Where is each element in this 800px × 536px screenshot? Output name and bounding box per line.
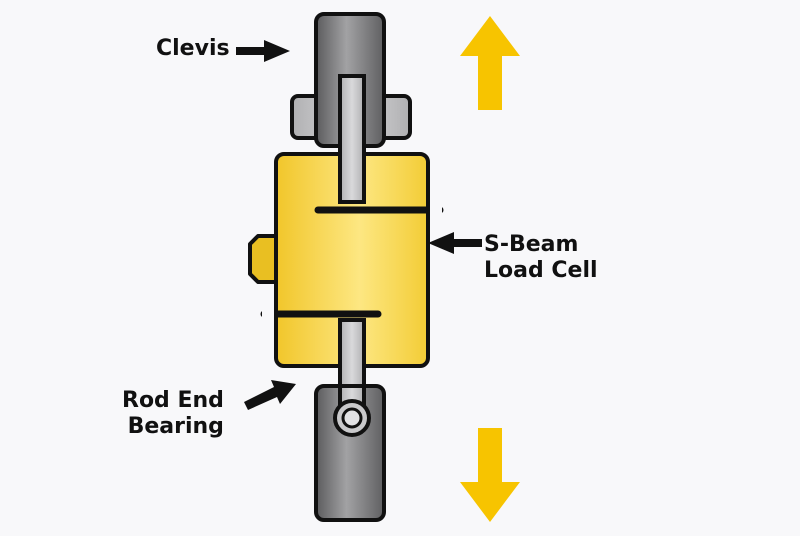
rodend-pointer-arrow-icon: [244, 380, 296, 410]
s-beam-load-cell-label: S-Beam Load Cell: [484, 232, 598, 284]
rod-end-label-line2: Bearing: [127, 414, 224, 439]
rod-end-label-line1: Rod End: [122, 388, 224, 413]
rod-end-bearing: [314, 384, 386, 522]
rod-end-bearing-label: Rod End Bearing: [122, 388, 224, 440]
clevis-pointer-arrow-icon: [236, 40, 290, 62]
arrow-up-icon: [460, 16, 520, 110]
sbeam-pointer-arrow-icon: [428, 232, 482, 254]
upper-rod: [338, 74, 366, 204]
arrow-down-icon: [460, 428, 520, 522]
s-beam-label-line1: S-Beam: [484, 232, 579, 257]
clevis-label: Clevis: [156, 36, 230, 62]
clevis-label-text: Clevis: [156, 36, 230, 61]
s-beam-label-line2: Load Cell: [484, 258, 598, 283]
